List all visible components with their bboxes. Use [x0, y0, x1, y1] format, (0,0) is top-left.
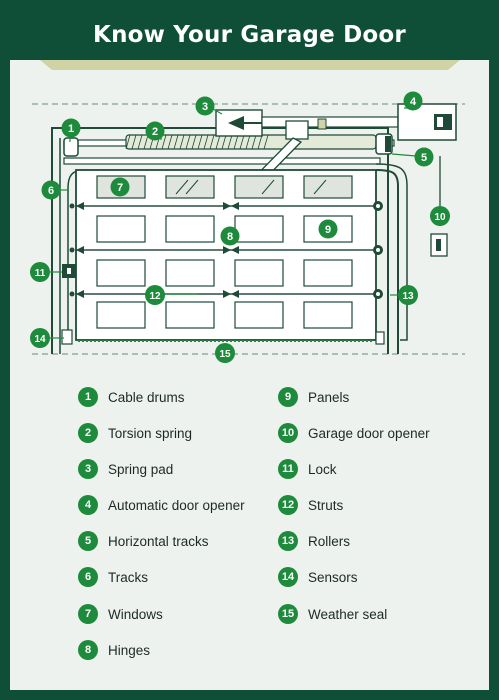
- struts: [76, 205, 376, 295]
- callout-13: 13: [398, 285, 418, 305]
- callout-3: 3: [195, 96, 215, 116]
- legend-badge: 1: [78, 387, 98, 407]
- callout-1: 1: [61, 118, 81, 138]
- legend-badge: 11: [278, 459, 298, 479]
- legend-label: Weather seal: [308, 606, 388, 622]
- spring-coils: [125, 134, 269, 150]
- legend-label: Panels: [308, 389, 350, 405]
- callout-2: 2: [145, 121, 165, 141]
- legend-badge: 5: [78, 531, 98, 551]
- legend-label: Lock: [308, 461, 337, 477]
- panels: [96, 215, 353, 329]
- legend-label: Hinges: [108, 642, 151, 658]
- legend-badge: 7: [78, 604, 98, 624]
- callout-lines: [49, 107, 417, 339]
- legend-item-9: 9 Panels: [278, 386, 349, 408]
- accent-bar: [40, 60, 460, 70]
- legend: 1 Cable drums 2 Torsion spring 3 Spring …: [10, 60, 489, 690]
- callout-11: 11: [30, 262, 50, 282]
- page-title: Know Your Garage Door: [93, 22, 406, 48]
- svg-text:12: 12: [149, 291, 161, 302]
- legend-badge: 12: [278, 495, 298, 515]
- svg-text:13: 13: [402, 291, 414, 302]
- legend-label: Torsion spring: [108, 425, 193, 441]
- legend-label: Cable drums: [108, 389, 185, 405]
- legend-label: Windows: [108, 606, 163, 622]
- svg-text:8: 8: [227, 231, 233, 243]
- legend-item-3: 3 Spring pad: [78, 458, 173, 480]
- rollers: [373, 201, 383, 299]
- legend-badge: 2: [78, 423, 98, 443]
- legend-item-15: 15 Weather seal: [278, 603, 387, 625]
- svg-text:14: 14: [34, 334, 46, 345]
- svg-text:11: 11: [35, 268, 46, 279]
- callout-badges: 1 2 3 4 5 6 7 8 9 10 11 12 13 14 15: [30, 91, 450, 363]
- legend-item-5: 5 Horizontal tracks: [78, 530, 209, 552]
- legend-item-4: 4 Automatic door opener: [78, 494, 245, 516]
- sensor-right: [375, 331, 385, 345]
- svg-text:7: 7: [117, 182, 123, 194]
- callout-10: 10: [430, 206, 450, 226]
- legend-item-10: 10 Garage door opener: [278, 422, 430, 444]
- legend-badge: 8: [78, 640, 98, 660]
- legend-item-2: 2 Torsion spring: [78, 422, 192, 444]
- svg-text:3: 3: [202, 101, 208, 113]
- legend-label: Tracks: [108, 569, 148, 585]
- legend-badge: 4: [78, 495, 98, 515]
- callout-6: 6: [41, 180, 61, 200]
- callout-8: 8: [220, 226, 240, 246]
- callout-15: 15: [215, 343, 235, 363]
- legend-badge: 9: [278, 387, 298, 407]
- legend-label: Spring pad: [108, 461, 174, 477]
- trolley: [285, 120, 309, 140]
- legend-badge: 6: [78, 567, 98, 587]
- legend-item-6: 6 Tracks: [78, 566, 148, 588]
- callout-7: 7: [110, 177, 130, 197]
- legend-item-1: 1 Cable drums: [78, 386, 185, 408]
- svg-text:15: 15: [219, 349, 231, 360]
- legend-item-8: 8 Hinges: [78, 639, 150, 661]
- legend-badge: 13: [278, 531, 298, 551]
- svg-text:2: 2: [152, 126, 158, 138]
- legend-item-11: 11 Lock: [278, 458, 337, 480]
- legend-item-7: 7 Windows: [78, 603, 163, 625]
- svg-text:10: 10: [434, 212, 446, 223]
- svg-text:6: 6: [48, 185, 54, 197]
- svg-text:4: 4: [410, 96, 417, 108]
- legend-label: Automatic door opener: [108, 497, 245, 513]
- svg-text:9: 9: [325, 224, 331, 236]
- legend-item-14: 14 Sensors: [278, 566, 358, 588]
- legend-badge: 3: [78, 459, 98, 479]
- callout-5: 5: [414, 147, 434, 167]
- horizontal-track: [63, 157, 381, 165]
- callout-9: 9: [318, 219, 338, 239]
- svg-text:5: 5: [421, 152, 427, 164]
- legend-label: Struts: [308, 497, 344, 513]
- legend-label: Rollers: [308, 533, 351, 549]
- legend-label: Garage door opener: [308, 425, 430, 441]
- cable-drum-left: [63, 137, 79, 157]
- callout-12: 12: [145, 285, 165, 305]
- legend-badge: 10: [278, 423, 298, 443]
- legend-badge: 15: [278, 604, 298, 624]
- svg-text:1: 1: [68, 123, 74, 135]
- legend-item-12: 12 Struts: [278, 494, 343, 516]
- vertical-track-right: [375, 169, 399, 354]
- callout-4: 4: [403, 91, 423, 111]
- legend-label: Horizontal tracks: [108, 533, 209, 549]
- callout-14: 14: [30, 328, 50, 348]
- sensor-left: [61, 329, 73, 345]
- legend-label: Sensors: [308, 569, 358, 585]
- legend-item-13: 13 Rollers: [278, 530, 350, 552]
- legend-badge: 14: [278, 567, 298, 587]
